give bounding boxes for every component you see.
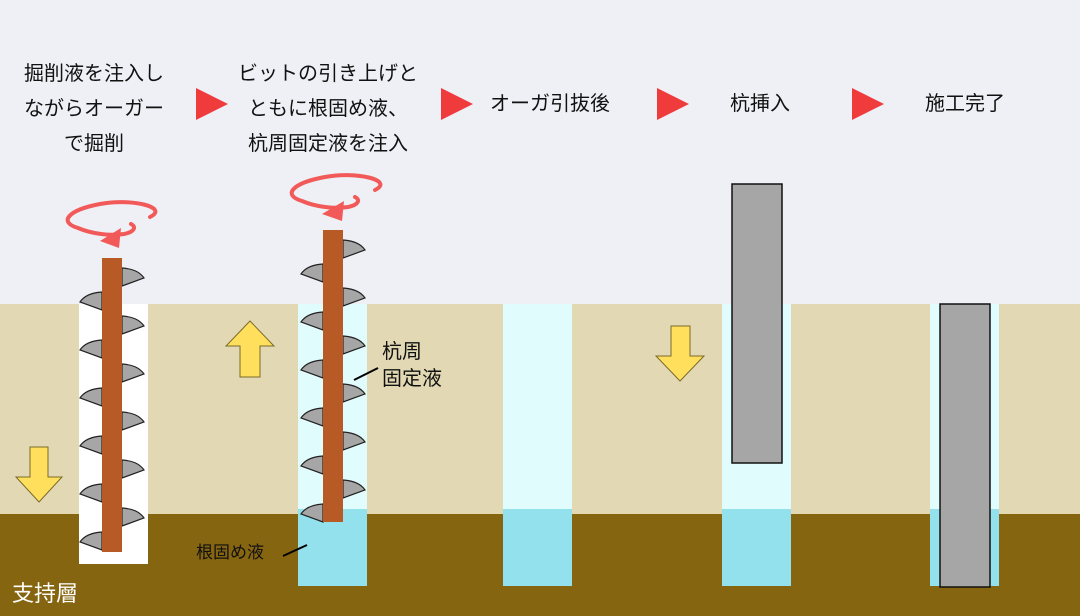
borehole-3-fixing-fluid xyxy=(503,304,572,509)
auger-1-flight-7 xyxy=(121,411,145,431)
auger-2-flight-4 xyxy=(300,311,324,331)
auger-1 xyxy=(79,258,145,552)
up-arrow-2-icon xyxy=(224,320,276,378)
auger-1-flight-6 xyxy=(79,387,103,407)
step-2-label: ビットの引き上げと ともに根固め液、 杭周固定液を注入 xyxy=(222,56,434,161)
auger-2-flight-7 xyxy=(342,383,366,403)
auger-1-shaft xyxy=(102,258,122,552)
pile-5 xyxy=(939,303,991,588)
step-4-label-line-1: 杭挿入 xyxy=(730,91,790,115)
sky-band xyxy=(0,0,1080,304)
rotation-arrow-1-icon xyxy=(65,200,158,237)
callout-leader-fixing-fluid xyxy=(353,367,379,381)
down-arrow-1-icon xyxy=(14,446,64,503)
down-arrow-4-icon xyxy=(654,325,706,382)
auger-1-flight-8 xyxy=(79,435,103,455)
callout-pile-fixing-fluid: 杭周 固定液 xyxy=(382,338,442,392)
callout-root-fluid: 根固め液 xyxy=(196,543,264,563)
auger-1-flight-3 xyxy=(121,315,145,335)
rotation-arrowhead-2 xyxy=(322,201,344,221)
auger-1-flight-2 xyxy=(79,291,103,311)
auger-2-flight-10 xyxy=(300,455,324,475)
callout-pile-fixing-fluid-line-1: 杭周 xyxy=(382,339,422,363)
borehole-3-root-fluid xyxy=(503,509,572,586)
auger-2-shaft xyxy=(323,230,343,522)
step-5-label: 施工完了 xyxy=(900,86,1030,121)
step-arrow-3-icon xyxy=(657,88,689,120)
step-1-label: 掘削液を注入し ながらオーガー で掘削 xyxy=(0,56,188,161)
auger-1-flight-11 xyxy=(121,507,145,527)
auger-2-flight-11 xyxy=(342,479,366,499)
callout-pile-fixing-fluid-line-2: 固定液 xyxy=(382,366,442,390)
auger-1-flight-12 xyxy=(79,531,103,551)
step-5-label-line-1: 施工完了 xyxy=(925,91,1005,115)
step-arrow-4-icon xyxy=(852,88,884,120)
auger-2-flight-5 xyxy=(342,335,366,355)
borehole-4-root-fluid xyxy=(722,509,791,586)
step-2-label-line-1: ビットの引き上げと xyxy=(238,61,418,85)
step-arrow-1-icon xyxy=(196,88,228,120)
auger-1-flight-4 xyxy=(79,339,103,359)
auger-1-flight-5 xyxy=(121,363,145,383)
callout-leader-root-fluid xyxy=(282,544,308,557)
auger-2-flight-6 xyxy=(300,359,324,379)
rotation-arrow-2-icon xyxy=(289,173,383,210)
rotation-arrowhead-1 xyxy=(100,228,121,248)
auger-2-flight-12 xyxy=(300,503,324,523)
auger-1-flight-10 xyxy=(79,483,103,503)
auger-1-flight-1 xyxy=(121,267,145,287)
auger-2-flight-9 xyxy=(342,431,366,451)
step-arrow-2-icon xyxy=(441,88,473,120)
auger-2-flight-1 xyxy=(342,239,366,259)
step-1-label-line-3: で掘削 xyxy=(64,131,124,155)
step-2-label-line-2: ともに根固め液、 xyxy=(248,96,408,120)
step-3-label-line-1: オーガ引抜後 xyxy=(490,91,610,115)
auger-2-flight-8 xyxy=(300,407,324,427)
auger-2-flight-3 xyxy=(342,287,366,307)
auger-2 xyxy=(300,230,366,523)
auger-1-flight-9 xyxy=(121,459,145,479)
step-1-label-line-2: ながらオーガー xyxy=(24,96,164,120)
step-3-label: オーガ引抜後 xyxy=(475,86,625,121)
auger-2-flight-2 xyxy=(300,263,324,283)
pile-4 xyxy=(731,183,783,464)
step-1-label-line-1: 掘削液を注入し xyxy=(24,61,164,85)
step-4-label: 杭挿入 xyxy=(700,86,820,121)
step-2-label-line-3: 杭周固定液を注入 xyxy=(248,131,408,155)
bearing-layer-label: 支持層 xyxy=(12,582,79,607)
